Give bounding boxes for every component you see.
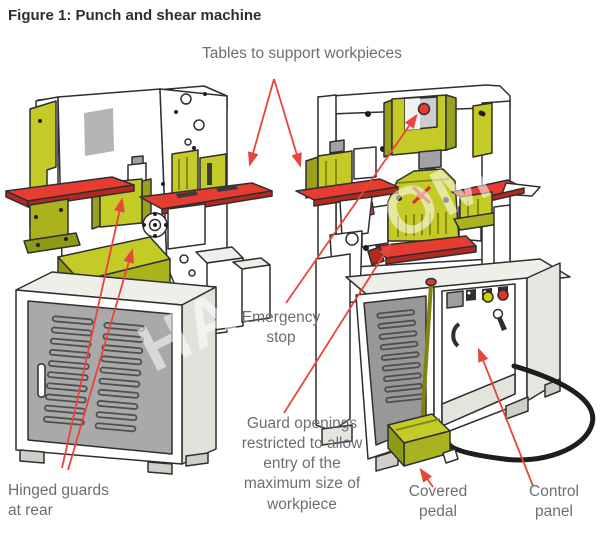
figure-title: Figure 1: Punch and shear machine (8, 7, 262, 24)
label-tables: Tables to support workpieces (202, 45, 402, 62)
red-button (497, 289, 509, 301)
yellow-button (482, 291, 494, 303)
right-machine-front-view (295, 84, 596, 472)
label-emergency-stop: Emergency stop (241, 309, 321, 347)
covered-foot-pedal (387, 413, 459, 467)
left-machine-rear-view (5, 85, 273, 475)
label-guard-openings: Guard openings restricted to allow entry… (241, 415, 363, 513)
pedal-cable (446, 363, 596, 463)
label-hinged-guards: Hinged guards at rear (8, 482, 109, 520)
label-control-panel: Control panel (529, 483, 579, 521)
emergency-stop-button (417, 102, 431, 116)
label-covered-pedal: Covered pedal (408, 483, 468, 521)
